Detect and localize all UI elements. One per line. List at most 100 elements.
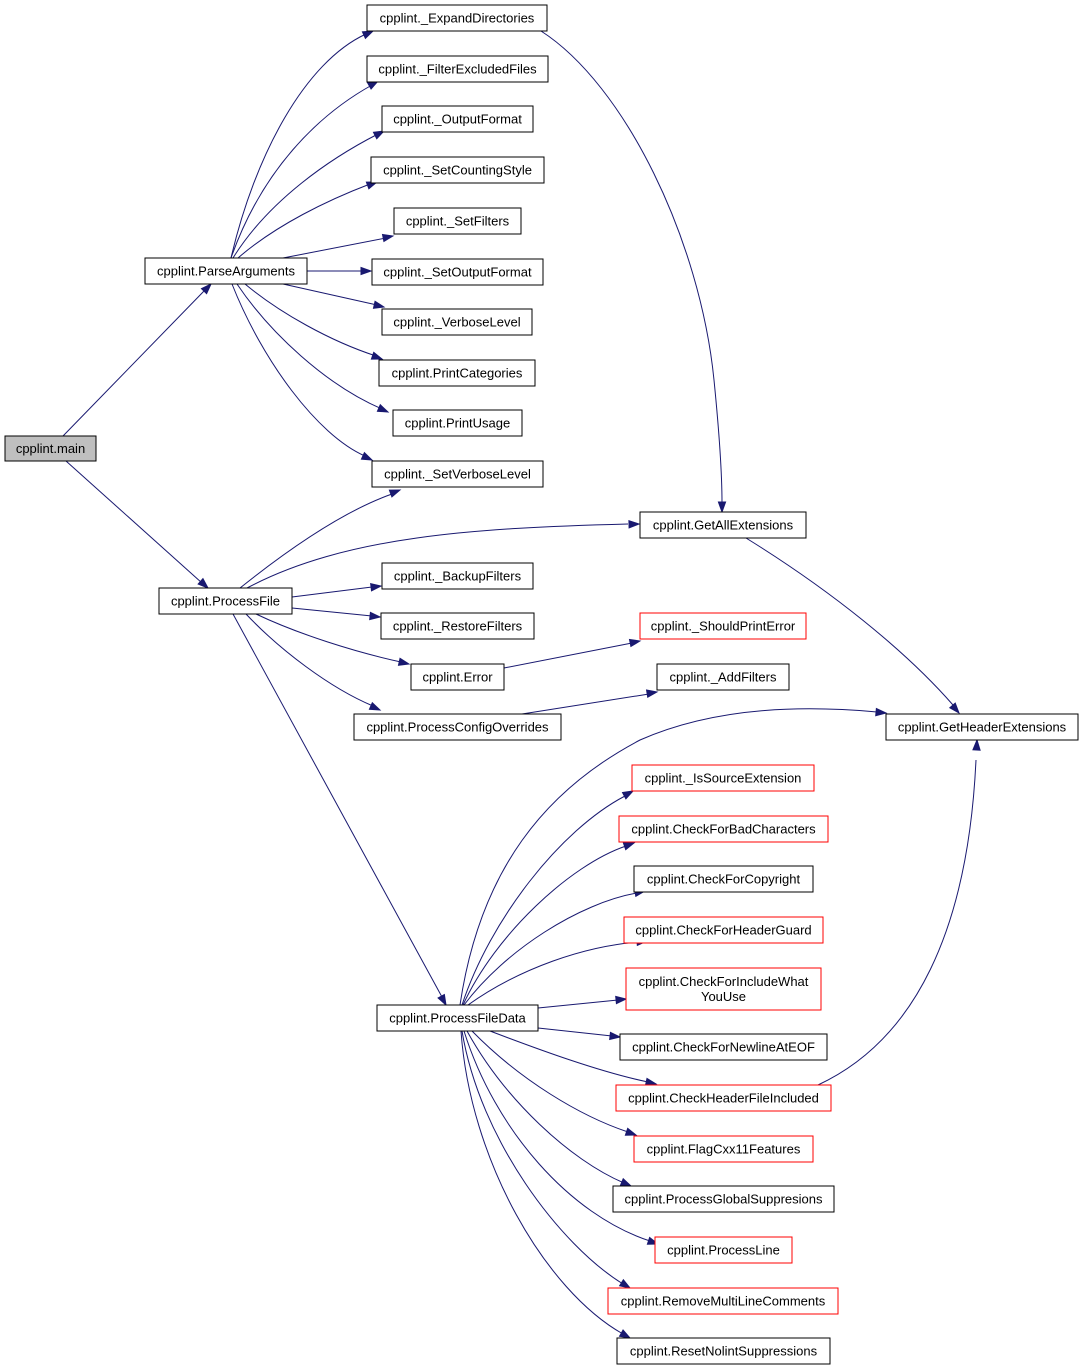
node-check-for-copyright[interactable]: cpplint.CheckForCopyright bbox=[633, 865, 814, 893]
node-box[interactable] bbox=[885, 713, 1079, 741]
node-process-line[interactable]: cpplint.ProcessLine bbox=[654, 1236, 793, 1264]
node-box[interactable] bbox=[353, 713, 562, 741]
node-box[interactable] bbox=[633, 865, 814, 893]
node-set-verbose-level[interactable]: cpplint._SetVerboseLevel bbox=[371, 460, 544, 488]
node-box[interactable] bbox=[639, 511, 807, 539]
node-flag-cxx11-features[interactable]: cpplint.FlagCxx11Features bbox=[633, 1135, 814, 1163]
node-set-filters[interactable]: cpplint._SetFilters bbox=[393, 207, 522, 235]
arrowhead-icon bbox=[618, 1329, 632, 1339]
node-error[interactable]: cpplint.Error bbox=[410, 663, 505, 691]
arrowhead-icon bbox=[360, 266, 373, 276]
arrowhead-icon bbox=[368, 701, 382, 711]
node-box[interactable] bbox=[623, 916, 824, 944]
node-label: cpplint.PrintUsage bbox=[405, 416, 511, 431]
node-output-format[interactable]: cpplint._OutputFormat bbox=[381, 105, 534, 133]
node-label: cpplint.CheckForBadCharacters bbox=[631, 822, 816, 837]
node-main[interactable]: cpplint.main bbox=[4, 435, 97, 462]
node-box[interactable] bbox=[612, 1185, 835, 1213]
node-box[interactable] bbox=[392, 409, 523, 437]
node-box[interactable] bbox=[615, 1084, 832, 1112]
node-box[interactable] bbox=[371, 258, 544, 286]
node-box[interactable] bbox=[619, 1033, 828, 1061]
edge-line bbox=[463, 1030, 651, 1242]
node-box[interactable] bbox=[631, 764, 815, 792]
edge-line bbox=[232, 613, 443, 998]
node-box[interactable] bbox=[371, 460, 544, 488]
edge-line bbox=[230, 33, 367, 259]
edge-line bbox=[291, 607, 373, 617]
node-label: cpplint.ParseArguments bbox=[157, 264, 296, 279]
node-expand-directories[interactable]: cpplint._ExpandDirectories bbox=[366, 4, 548, 32]
node-box[interactable] bbox=[654, 1236, 793, 1264]
arrowhead-icon bbox=[372, 300, 386, 309]
node-print-categories[interactable]: cpplint.PrintCategories bbox=[378, 359, 536, 387]
edge-process-file-data-to-remove-multi-line-comments bbox=[461, 1030, 632, 1289]
node-set-output-format[interactable]: cpplint._SetOutputFormat bbox=[371, 258, 544, 286]
node-box[interactable] bbox=[366, 55, 549, 83]
node-add-filters[interactable]: cpplint._AddFilters bbox=[656, 663, 790, 691]
node-process-file-data[interactable]: cpplint.ProcessFileData bbox=[376, 1004, 539, 1032]
node-box[interactable] bbox=[616, 1337, 831, 1365]
arrowhead-icon bbox=[360, 451, 374, 461]
node-set-counting-style[interactable]: cpplint._SetCountingStyle bbox=[370, 156, 545, 184]
node-box[interactable] bbox=[380, 612, 535, 640]
node-backup-filters[interactable]: cpplint._BackupFilters bbox=[381, 562, 534, 590]
edge-line bbox=[65, 460, 203, 584]
node-should-print-error[interactable]: cpplint._ShouldPrintError bbox=[639, 612, 807, 640]
edge-line bbox=[467, 941, 640, 1006]
node-process-config-overrides[interactable]: cpplint.ProcessConfigOverrides bbox=[353, 713, 562, 741]
node-label: cpplint.ProcessLine bbox=[667, 1243, 780, 1258]
edge-process-file-data-to-process-global-suppresions bbox=[466, 1030, 633, 1187]
edge-line bbox=[282, 237, 387, 259]
node-box[interactable] bbox=[144, 257, 308, 285]
node-box[interactable] bbox=[376, 1004, 539, 1032]
node-box[interactable] bbox=[633, 1135, 814, 1163]
arrowhead-icon bbox=[621, 790, 635, 800]
node-check-for-bad-characters[interactable]: cpplint.CheckForBadCharacters bbox=[618, 815, 829, 843]
node-box[interactable] bbox=[625, 967, 822, 1011]
edge-process-file-data-to-check-for-copyright bbox=[463, 888, 647, 1006]
edge-line bbox=[245, 613, 374, 707]
arrowhead-icon bbox=[381, 233, 395, 243]
node-box[interactable] bbox=[607, 1287, 839, 1315]
node-box[interactable] bbox=[618, 815, 829, 843]
node-label: cpplint._SetCountingStyle bbox=[383, 163, 532, 178]
node-print-usage[interactable]: cpplint.PrintUsage bbox=[392, 409, 523, 437]
edges-layer bbox=[62, 30, 981, 1339]
edge-main-to-parse-arguments bbox=[62, 282, 213, 437]
node-reset-nolint-suppressions[interactable]: cpplint.ResetNolintSuppressions bbox=[616, 1337, 831, 1365]
node-process-file[interactable]: cpplint.ProcessFile bbox=[158, 587, 293, 615]
node-box[interactable] bbox=[381, 308, 533, 336]
node-verbose-level[interactable]: cpplint._VerboseLevel bbox=[381, 308, 533, 336]
node-box[interactable] bbox=[381, 105, 534, 133]
edge-line bbox=[521, 693, 650, 715]
node-box[interactable] bbox=[370, 156, 545, 184]
node-restore-filters[interactable]: cpplint._RestoreFilters bbox=[380, 612, 535, 640]
node-box[interactable] bbox=[381, 562, 534, 590]
node-check-for-header-guard[interactable]: cpplint.CheckForHeaderGuard bbox=[623, 916, 824, 944]
node-box[interactable] bbox=[410, 663, 505, 691]
arrowhead-icon bbox=[645, 689, 659, 698]
node-remove-multi-line-comments[interactable]: cpplint.RemoveMultiLineComments bbox=[607, 1287, 839, 1315]
node-is-source-extension[interactable]: cpplint._IsSourceExtension bbox=[631, 764, 815, 792]
node-filter-excluded-files[interactable]: cpplint._FilterExcludedFiles bbox=[366, 55, 549, 83]
node-get-all-extensions[interactable]: cpplint.GetAllExtensions bbox=[639, 511, 807, 539]
node-box[interactable] bbox=[378, 359, 536, 387]
node-box[interactable] bbox=[639, 612, 807, 640]
node-box[interactable] bbox=[393, 207, 522, 235]
arrowhead-icon bbox=[619, 1177, 633, 1187]
nodes-layer: cpplint.main cpplint.ParseArguments cpplin… bbox=[4, 4, 1079, 1365]
node-box[interactable] bbox=[4, 435, 97, 462]
node-box[interactable] bbox=[366, 4, 548, 32]
node-parse-arguments[interactable]: cpplint.ParseArguments bbox=[144, 257, 308, 285]
node-box[interactable] bbox=[656, 663, 790, 691]
edge-parse-arguments-to-expand-directories bbox=[230, 30, 375, 259]
node-process-global-suppresions[interactable]: cpplint.ProcessGlobalSuppresions bbox=[612, 1185, 835, 1213]
node-check-header-file-included[interactable]: cpplint.CheckHeaderFileIncluded bbox=[615, 1084, 832, 1112]
edge-line bbox=[231, 283, 366, 457]
node-get-header-extensions[interactable]: cpplint.GetHeaderExtensions bbox=[885, 713, 1079, 741]
edge-line bbox=[466, 1030, 625, 1184]
node-check-for-newline-at-eof[interactable]: cpplint.CheckForNewlineAtEOF bbox=[619, 1033, 828, 1061]
node-box[interactable] bbox=[158, 587, 293, 615]
